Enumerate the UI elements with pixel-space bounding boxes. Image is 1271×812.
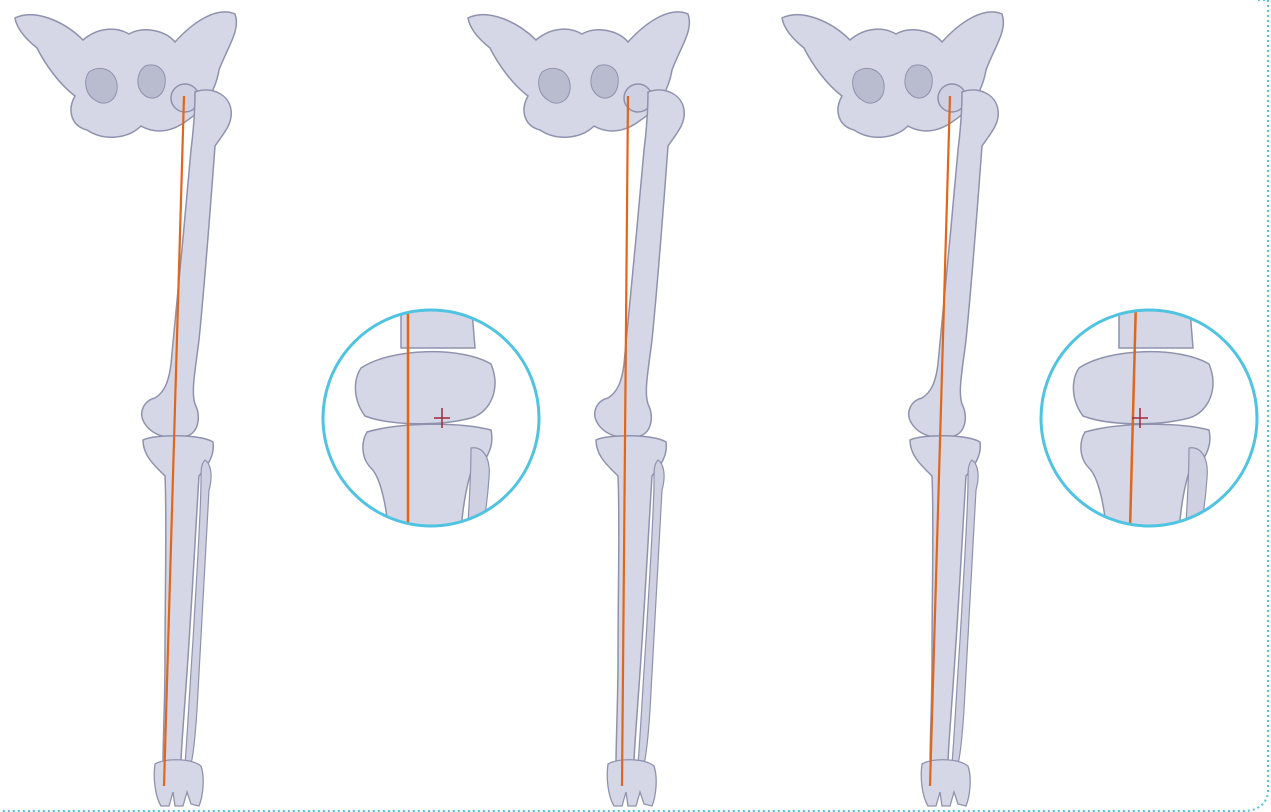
knee-zoom-right xyxy=(1039,298,1259,538)
leg-panel-right xyxy=(782,12,1003,806)
leg-panel-left xyxy=(15,12,236,806)
knee-zoom-left xyxy=(321,298,541,538)
